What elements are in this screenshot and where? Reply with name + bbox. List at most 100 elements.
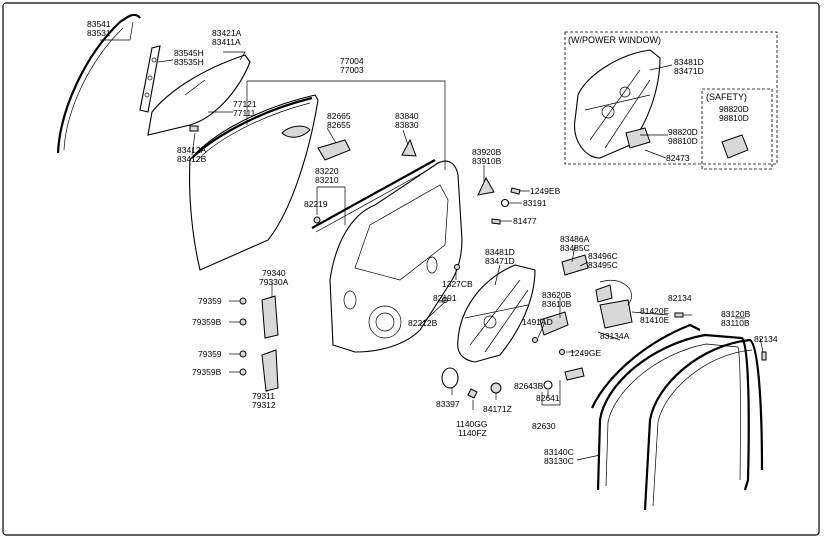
- door-side-weatherstrip: [591, 323, 701, 409]
- label-83220: 83220: [315, 166, 339, 176]
- delta-channel-hole-2: [147, 75, 153, 81]
- label-79359B-b: 79359B: [192, 367, 222, 377]
- inner-door-window-opening: [354, 184, 449, 281]
- label-83535H: 83535H: [174, 57, 204, 67]
- label-83910B: 83910B: [472, 156, 502, 166]
- label-83495C: 83495C: [588, 260, 618, 270]
- label-79359-b: 79359: [198, 349, 222, 359]
- label-98810D-a: 98810D: [668, 136, 698, 146]
- door-weatherstrip-outer: [596, 333, 750, 491]
- label-83920B: 83920B: [472, 147, 502, 157]
- power-window-box-title: (W/POWER WINDOW): [568, 35, 661, 45]
- label-1249GE: 1249GE: [570, 348, 602, 358]
- power-window-regulator-spool-2: [619, 86, 631, 98]
- label-79312: 79312: [252, 400, 276, 410]
- inner-door-frame: [329, 160, 463, 353]
- delta-channel-hole-3: [144, 92, 150, 98]
- body-side-weatherstrip: [643, 338, 764, 511]
- label-1491AD: 1491AD: [522, 317, 553, 327]
- label-83471D-lower: 83471D: [485, 256, 515, 266]
- label-82134-b: 82134: [754, 334, 778, 344]
- label-82134-a: 82134: [668, 293, 692, 303]
- bolt-1140GG: [467, 388, 478, 399]
- label-83485C: 83485C: [560, 243, 590, 253]
- hinge-bolt-79359B-b: [239, 368, 247, 376]
- label-98810D-b: 98810D: [719, 113, 749, 123]
- screw-1249EB: [510, 187, 521, 195]
- label-82212B: 82212B: [408, 318, 438, 328]
- label-83412A: 83412A: [177, 145, 207, 155]
- label-83421A: 83421A: [212, 28, 242, 38]
- fastener-82191: [442, 297, 448, 303]
- label-83130C: 83130C: [544, 456, 574, 466]
- handle-bracket: [317, 139, 351, 161]
- leader-lines: [100, 21, 764, 461]
- label-98820D-b: 98820D: [719, 104, 749, 114]
- label-98820D-a: 98820D: [668, 127, 698, 137]
- label-77121: 77121: [233, 99, 257, 109]
- manual-regulator-spool: [483, 315, 497, 329]
- inner-panel-hole-2: [426, 256, 438, 274]
- label-82641: 82641: [536, 393, 560, 403]
- label-1327CB: 1327CB: [442, 279, 473, 289]
- label-82665: 82665: [327, 111, 351, 121]
- delta-channel-hole-1: [151, 57, 157, 63]
- handle-cable-bracket: [595, 284, 613, 303]
- hinge-bolt-79359-b: [239, 350, 247, 358]
- inside-handle-assembly: [561, 254, 589, 276]
- label-1140FZ: 1140FZ: [458, 428, 487, 438]
- label-83496C: 83496C: [588, 251, 618, 261]
- label-81420E: 81420E: [640, 306, 670, 316]
- window-motor: [625, 127, 651, 149]
- glass-run-channel: [56, 13, 141, 154]
- delta-channel: [139, 45, 161, 113]
- manual-window-regulator: [457, 264, 536, 363]
- safety-box-title: (SAFETY): [706, 92, 747, 102]
- label-81477: 81477: [513, 216, 537, 226]
- door-glass-highlight: [184, 79, 206, 96]
- label-83840: 83840: [395, 111, 419, 121]
- label-77003: 77003: [340, 65, 364, 75]
- label-83481D-lower: 83481D: [485, 247, 515, 257]
- power-window-regulator-spool-1: [601, 105, 615, 119]
- label-82473: 82473: [666, 153, 690, 163]
- label-77111: 77111: [233, 108, 256, 118]
- grommet-84171Z: [490, 382, 502, 394]
- label-83471D-upper: 83471D: [674, 66, 704, 76]
- label-83412B: 83412B: [177, 154, 207, 164]
- label-83620B: 83620B: [542, 290, 572, 300]
- manual-window-regulator-rails: [464, 279, 529, 353]
- belt-moulding-inner: [315, 164, 438, 233]
- door-latch-cable: [599, 280, 632, 306]
- label-83545H: 83545H: [174, 48, 204, 58]
- safety-motor: [721, 134, 749, 159]
- label-79359B-a: 79359B: [192, 317, 222, 327]
- speaker-opening: [368, 305, 402, 339]
- power-window-box: [564, 31, 778, 165]
- label-77004: 77004: [340, 56, 364, 66]
- glass-clip: [189, 125, 199, 132]
- glass-run-channel-inner: [63, 27, 124, 151]
- label-82655: 82655: [327, 120, 351, 130]
- plug-83397: [441, 367, 459, 389]
- lower-door-hinge: [261, 349, 279, 392]
- label-83140C: 83140C: [544, 447, 574, 457]
- label-82643B: 82643B: [514, 381, 544, 391]
- fastener-82134-a: [674, 312, 684, 318]
- label-83191: 83191: [523, 198, 547, 208]
- label-84171Z: 84171Z: [483, 404, 512, 414]
- door-weatherstrip-outer-inner: [605, 343, 741, 487]
- outside-handle: [281, 125, 311, 138]
- label-83541: 83541: [87, 19, 111, 29]
- label-83411A: 83411A: [212, 37, 241, 47]
- hinge-bolt-79359-a: [239, 297, 247, 305]
- label-83397: 83397: [436, 399, 460, 409]
- check-link-82643B: [543, 380, 553, 390]
- label-83610B: 83610B: [542, 299, 572, 309]
- label-82630: 82630: [532, 421, 556, 431]
- label-83110B: 83110B: [721, 318, 750, 328]
- clip-81477: [491, 218, 501, 225]
- screw-1249GE: [559, 349, 565, 355]
- label-1140GG: 1140GG: [456, 419, 488, 429]
